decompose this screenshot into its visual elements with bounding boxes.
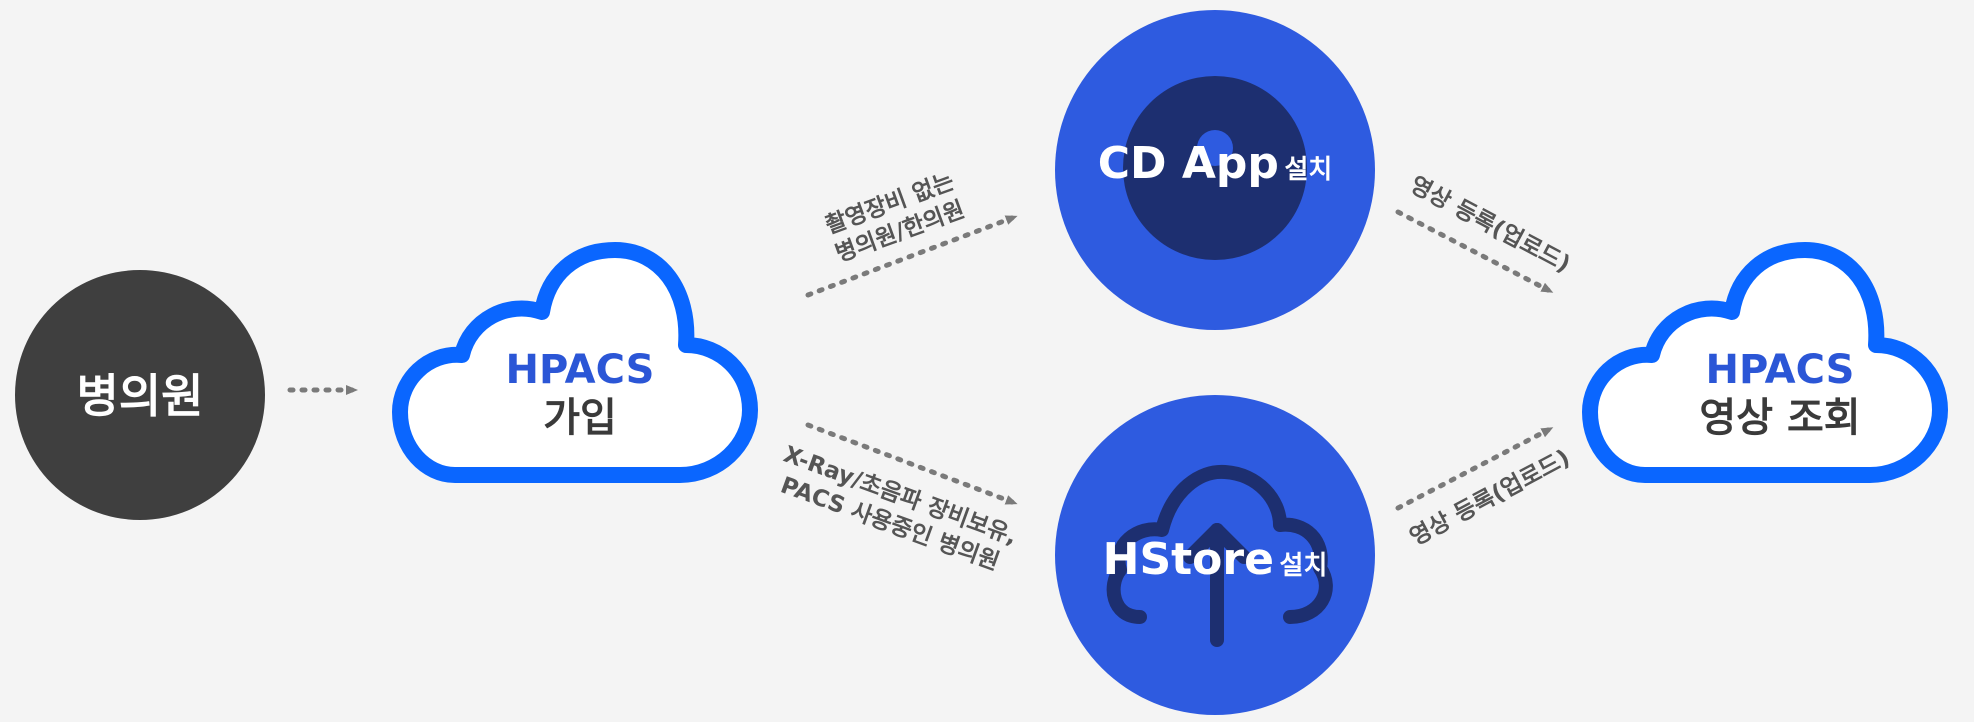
hospital-node (15, 270, 265, 520)
arrow-signup-to-hstore (805, 422, 1018, 505)
signup-title: HPACS (505, 347, 655, 393)
view-subtitle: 영상 조회 (1699, 395, 1861, 441)
hstore-main: HStore (1102, 534, 1274, 585)
arrow-signup-to-cd (805, 215, 1018, 298)
hstore-label: HStore 설치 (1075, 532, 1355, 594)
cd-app-label: CD App 설치 (1075, 136, 1355, 198)
cd-app-main: CD App (1097, 138, 1279, 189)
cloud-upload-icon (1106, 464, 1333, 647)
hospital-label: 병의원 (76, 369, 204, 423)
hstore-suffix: 설치 (1279, 551, 1328, 581)
signup-subtitle: 가입 (543, 395, 617, 441)
view-cloud-shape (1582, 242, 1948, 483)
view-title: HPACS (1705, 347, 1855, 393)
arrow-hstore-to-view (1395, 427, 1554, 511)
arrow-cd-to-view (1395, 209, 1554, 293)
cd-disc-icon (1123, 76, 1307, 260)
cd-app-suffix: 설치 (1284, 155, 1333, 185)
signup-cloud-shape (392, 242, 758, 483)
